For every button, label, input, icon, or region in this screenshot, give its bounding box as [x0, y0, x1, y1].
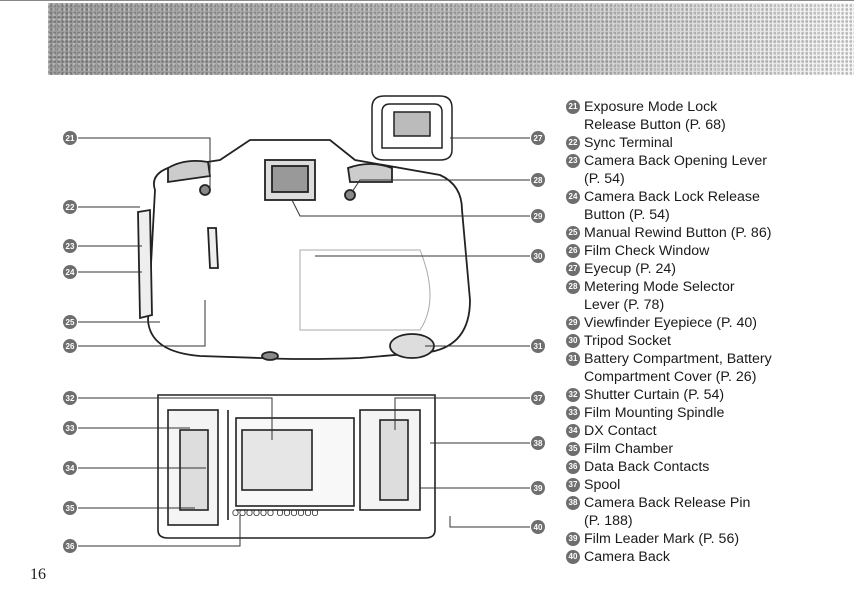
part-number-badge: 29	[566, 316, 580, 330]
part-item: 32 Shutter Curtain (P. 54)	[566, 386, 848, 404]
part-number-badge: 21	[566, 100, 580, 114]
part-number-badge: 40	[566, 550, 580, 564]
callout-23: 23	[66, 242, 75, 251]
callout-37: 37	[534, 394, 543, 403]
part-item: 23 Camera Back Opening Lever (P. 54)	[566, 152, 848, 188]
part-item: 35 Film Chamber	[566, 440, 848, 458]
callout-24: 24	[66, 268, 75, 277]
part-item: 39 Film Leader Mark (P. 56)	[566, 530, 848, 548]
part-label: Shutter Curtain (P. 54)	[584, 387, 725, 403]
part-number-badge: 22	[566, 136, 580, 150]
film-counter-marks: OOOOOO OOOOOO	[232, 508, 319, 518]
part-item: 33 Film Mounting Spindle	[566, 404, 848, 422]
part-number-badge: 28	[566, 280, 580, 294]
callout-25: 25	[66, 318, 75, 327]
part-label: Viewfinder Eyepiece (P. 40)	[584, 315, 757, 331]
part-item: 31 Battery Compartment, Battery Compartme…	[566, 350, 848, 386]
callout-31: 31	[534, 342, 543, 351]
part-item: 24 Camera Back Lock Release Button (P. 54…	[566, 188, 848, 224]
callout-22: 22	[66, 203, 75, 212]
part-label: Camera Back Lock Release Button (P. 54)	[584, 189, 760, 223]
part-number-badge: 39	[566, 532, 580, 546]
camera-interior	[157, 394, 436, 539]
part-label: Eyecup (P. 24)	[584, 261, 677, 277]
callout-badges: 21 22 23 24 25 26 32 33 34 35 36 27 28 2…	[63, 131, 545, 553]
part-item: 36 Data Back Contacts	[566, 458, 848, 476]
callout-26: 26	[66, 342, 75, 351]
callout-28: 28	[534, 176, 543, 185]
part-number-badge: 23	[566, 154, 580, 168]
part-item: 40 Camera Back	[566, 548, 848, 566]
callout-32: 32	[66, 394, 75, 403]
part-number-badge: 30	[566, 334, 580, 348]
part-number-badge: 24	[566, 190, 580, 204]
part-number-badge: 33	[566, 406, 580, 420]
part-item: 22 Sync Terminal	[566, 134, 848, 152]
top-rule	[0, 0, 854, 5]
part-item: 37 Spool	[566, 476, 848, 494]
callout-29: 29	[534, 212, 543, 221]
part-item: 30 Tripod Socket	[566, 332, 848, 350]
part-label: Data Back Contacts	[584, 459, 710, 475]
part-label: Film Chamber	[584, 441, 674, 457]
part-label: Spool	[584, 477, 621, 493]
part-label: Camera Back Release Pin (P. 188)	[584, 495, 751, 529]
part-label: Manual Rewind Button (P. 86)	[584, 225, 772, 241]
callout-36: 36	[66, 542, 75, 551]
part-number-badge: 38	[566, 496, 580, 510]
callout-27: 27	[534, 134, 543, 143]
part-item: 38 Camera Back Release Pin (P. 188)	[566, 494, 848, 530]
callout-21: 21	[66, 134, 75, 143]
part-label: Tripod Socket	[584, 333, 672, 349]
part-number-badge: 26	[566, 244, 580, 258]
part-number-badge: 31	[566, 352, 580, 366]
part-number-badge: 37	[566, 478, 580, 492]
part-item: 21 Exposure Mode Lock Release Button (P. …	[566, 98, 848, 134]
part-item: 34 DX Contact	[566, 422, 848, 440]
eyecup-illustration	[371, 95, 453, 161]
part-label: Film Check Window	[584, 243, 710, 259]
part-label: Metering Mode Selector Lever (P. 78)	[584, 279, 735, 313]
callout-39: 39	[534, 484, 543, 493]
callout-38: 38	[534, 439, 543, 448]
callout-40: 40	[534, 523, 543, 532]
parts-list: 21 Exposure Mode Lock Release Button (P. …	[566, 98, 848, 566]
part-label: Exposure Mode Lock Release Button (P. 68…	[584, 99, 726, 133]
part-label: Camera Back Opening Lever (P. 54)	[584, 153, 767, 187]
part-label: Film Mounting Spindle	[584, 405, 725, 421]
page-number: 16	[30, 566, 46, 583]
part-number-badge: 27	[566, 262, 580, 276]
camera-body-rear	[137, 139, 471, 361]
part-item: 25 Manual Rewind Button (P. 86)	[566, 224, 848, 242]
callout-34: 34	[66, 464, 75, 473]
callout-35: 35	[66, 504, 75, 513]
part-item: 28 Metering Mode Selector Lever (P. 78)	[566, 278, 848, 314]
part-number-badge: 34	[566, 424, 580, 438]
part-number-badge: 35	[566, 442, 580, 456]
part-item: 26 Film Check Window	[566, 242, 848, 260]
part-label: Sync Terminal	[584, 135, 673, 151]
part-label: Camera Back	[584, 549, 670, 565]
part-label: Film Leader Mark (P. 56)	[584, 531, 740, 547]
part-number-badge: 25	[566, 226, 580, 240]
leader-lines	[78, 137, 530, 547]
callout-33: 33	[66, 424, 75, 433]
callout-30: 30	[534, 252, 543, 261]
part-number-badge: 32	[566, 388, 580, 402]
part-label: DX Contact	[584, 423, 657, 439]
header-band	[48, 3, 854, 75]
camera-diagram: OOOOOO OOOOOO 21 22 23 24 25 26 32 33 34…	[63, 95, 545, 553]
part-item: 27 Eyecup (P. 24)	[566, 260, 848, 278]
part-item: 29 Viewfinder Eyepiece (P. 40)	[566, 314, 848, 332]
part-number-badge: 36	[566, 460, 580, 474]
part-label: Battery Compartment, Battery Compartment…	[584, 351, 772, 385]
